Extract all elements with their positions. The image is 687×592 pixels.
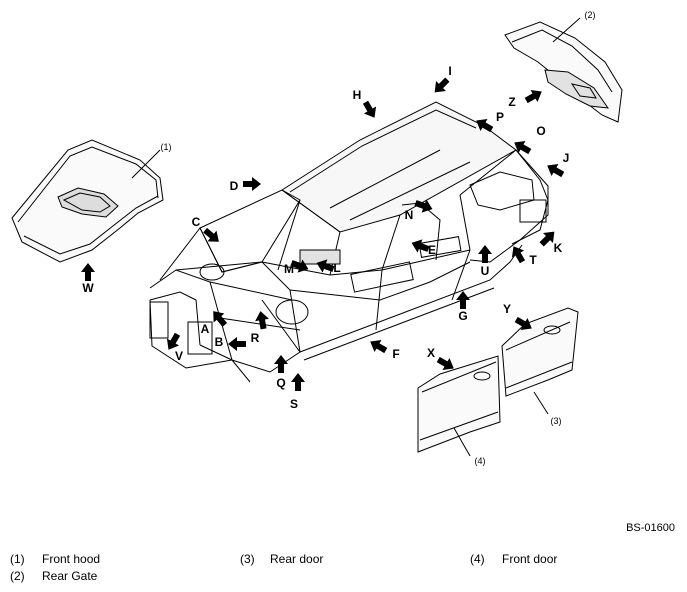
callout-3: (3) [551, 416, 562, 426]
legend-num-1: (1) [10, 552, 25, 566]
pointer-arrow [510, 136, 534, 158]
point-label-l: L [333, 261, 340, 275]
point-label-k: K [554, 241, 563, 255]
point-label-a: A [201, 322, 210, 336]
point-label-n: N [405, 208, 414, 222]
point-label-q: Q [276, 376, 285, 390]
rear-door-part [501, 307, 579, 397]
point-label-h: H [353, 88, 362, 102]
point-label-p: P [496, 110, 504, 124]
point-label-t: T [529, 253, 537, 267]
pointer-arrow [359, 98, 381, 122]
pointer-arrow [478, 245, 492, 263]
point-label-e: E [428, 243, 436, 257]
figure-id: BS-01600 [626, 522, 675, 534]
point-label-g: G [458, 309, 467, 323]
point-label-r: R [251, 331, 260, 345]
body-shell-illustration [149, 101, 549, 383]
pointer-arrow [228, 337, 246, 351]
rear-gate-part [504, 17, 623, 123]
legend-text-front-door: Front door [502, 552, 558, 566]
pointer-arrow [81, 263, 95, 281]
point-label-y: Y [503, 302, 511, 316]
legend-num-4: (4) [470, 552, 485, 566]
point-label-x: X [427, 346, 435, 360]
pointer-arrow [243, 177, 261, 191]
callout-leaders [453, 391, 549, 457]
callout-1: (1) [161, 142, 172, 152]
point-label-z: Z [508, 95, 515, 109]
point-label-j: J [563, 151, 570, 165]
point-label-v: V [175, 349, 183, 363]
pointer-arrow [522, 85, 546, 107]
point-label-u: U [481, 264, 490, 278]
point-labels: AB C D E F G H I J K L M N O P Q R S T U V W X Y Z [82, 64, 569, 411]
part-callouts: (1) (2) (3) (4) [161, 10, 596, 466]
pointer-arrow [456, 291, 470, 309]
legend-num-2: (2) [10, 569, 25, 583]
pointer-arrow [207, 306, 231, 330]
point-label-w: W [82, 281, 94, 295]
point-label-b: B [215, 335, 224, 349]
legend-text-rear-door: Rear door [270, 552, 324, 566]
legend-num-3: (3) [240, 552, 255, 566]
pointer-arrow [291, 373, 305, 391]
legend-text-front-hood: Front hood [42, 552, 101, 566]
point-label-f: F [392, 347, 399, 361]
point-label-d: D [230, 179, 239, 193]
callout-2: (2) [585, 10, 596, 20]
pointer-arrow [253, 309, 271, 331]
point-label-s: S [290, 397, 298, 411]
point-label-o: O [536, 124, 545, 138]
front-door-part [417, 355, 501, 453]
callout-4: (4) [475, 456, 486, 466]
pointer-arrow [274, 355, 288, 373]
point-label-m: M [284, 262, 294, 276]
pointer-arrow [429, 74, 453, 98]
front-hood-part [11, 139, 164, 263]
legend-text-rear-gate: Rear Gate [42, 569, 98, 583]
point-label-c: C [192, 215, 201, 229]
pointer-arrow [366, 335, 390, 357]
point-label-i: I [448, 64, 451, 78]
